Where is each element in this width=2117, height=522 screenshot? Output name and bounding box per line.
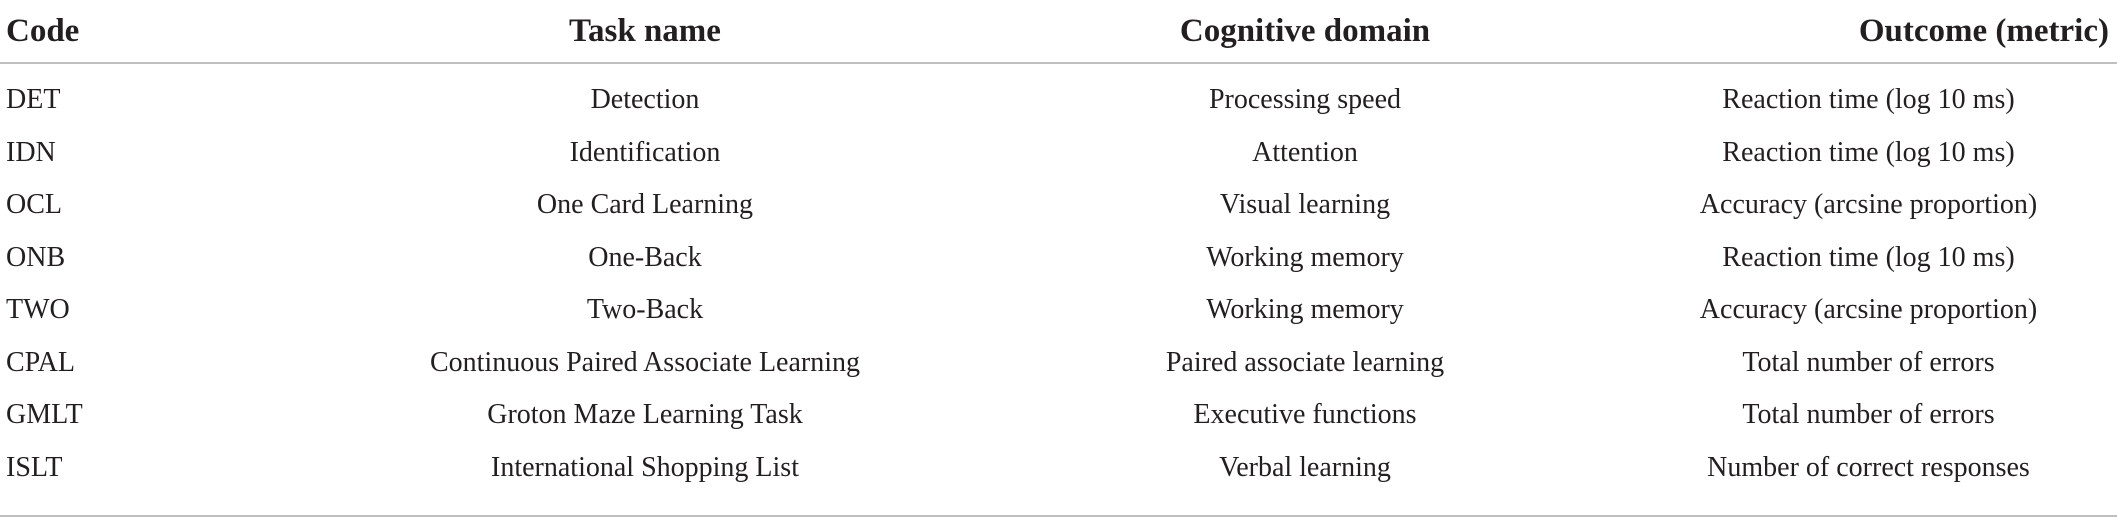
- cell-task-name: International Shopping List: [491, 451, 799, 483]
- cell-outcome: Reaction time (log 10 ms): [1722, 241, 2015, 273]
- cell-cognitive-domain: Visual learning: [1219, 189, 1391, 221]
- cell-code: CPAL: [6, 346, 76, 378]
- cell-cognitive-domain: Working memory: [1206, 241, 1404, 273]
- table-row: IDN Identification Attention Reaction ti…: [0, 127, 2117, 180]
- header-outcome: Outcome (metric): [1620, 0, 2117, 64]
- cell-code: OCL: [6, 189, 62, 221]
- table-row: GMLT Groton Maze Learning Task Executive…: [0, 389, 2117, 442]
- cell-code: ISLT: [6, 451, 63, 483]
- cell-code: TWO: [6, 294, 70, 326]
- cell-task-name: Continuous Paired Associate Learning: [429, 346, 861, 378]
- header-code: Code: [0, 0, 300, 64]
- cell-cognitive-domain: Working memory: [1206, 294, 1404, 326]
- cell-outcome: Reaction time (log 10 ms): [1722, 84, 2015, 116]
- cell-code: GMLT: [6, 399, 83, 431]
- cell-task-name: Groton Maze Learning Task: [487, 399, 803, 431]
- cell-cognitive-domain: Paired associate learning: [1165, 346, 1445, 378]
- table-row: ONB One-Back Working memory Reaction tim…: [0, 232, 2117, 285]
- cell-code: DET: [6, 84, 61, 116]
- cell-task-name: Identification: [569, 136, 721, 168]
- table-row: DET Detection Processing speed Reaction …: [0, 63, 2117, 127]
- cell-task-name: Two-Back: [586, 294, 704, 326]
- table-row: CPAL Continuous Paired Associate Learnin…: [0, 337, 2117, 390]
- cell-outcome: Accuracy (arcsine proportion): [1699, 189, 2038, 221]
- cell-outcome: Total number of errors: [1742, 346, 1995, 378]
- cell-outcome: Reaction time (log 10 ms): [1722, 136, 2015, 168]
- header-task-name: Task name: [300, 0, 990, 64]
- cell-cognitive-domain: Verbal learning: [1219, 451, 1391, 483]
- table-row: OCL One Card Learning Visual learning Ac…: [0, 179, 2117, 232]
- table-body: DET Detection Processing speed Reaction …: [0, 63, 2117, 494]
- table-row: TWO Two-Back Working memory Accuracy (ar…: [0, 284, 2117, 337]
- cell-task-name: Detection: [590, 84, 700, 116]
- cell-cognitive-domain: Attention: [1252, 136, 1358, 168]
- cognitive-tasks-table: Code Task name Cognitive domain Outcome …: [0, 0, 2117, 494]
- table-row: ISLT International Shopping List Verbal …: [0, 442, 2117, 495]
- header-cognitive-domain: Cognitive domain: [990, 0, 1620, 64]
- cell-task-name: One-Back: [588, 241, 702, 273]
- cell-cognitive-domain: Executive functions: [1193, 399, 1417, 431]
- table-header: Code Task name Cognitive domain Outcome …: [0, 0, 2117, 64]
- cell-task-name: One Card Learning: [536, 189, 754, 221]
- cell-cognitive-domain: Processing speed: [1208, 84, 1402, 116]
- cell-code: IDN: [6, 136, 56, 168]
- cell-outcome: Accuracy (arcsine proportion): [1699, 294, 2038, 326]
- header-row: Code Task name Cognitive domain Outcome …: [0, 0, 2117, 64]
- table-bottom-rule: [0, 515, 2117, 517]
- cell-outcome: Number of correct responses: [1707, 451, 2030, 483]
- cell-code: ONB: [6, 241, 66, 273]
- cell-outcome: Total number of errors: [1742, 399, 1995, 431]
